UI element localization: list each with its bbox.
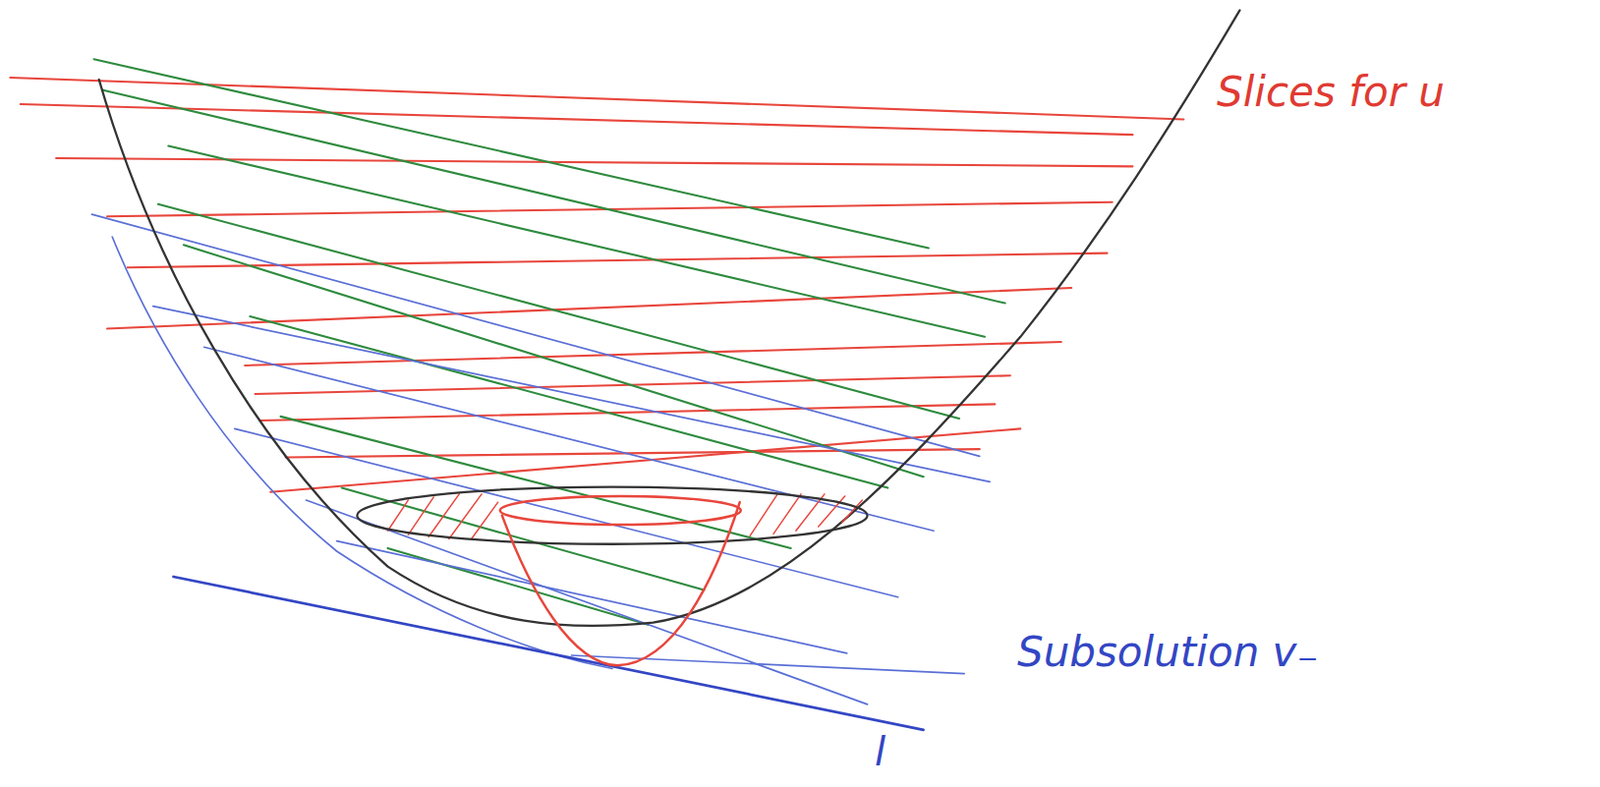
line-label: l xyxy=(874,729,886,775)
convex-graph xyxy=(99,9,1241,627)
slices-label: Slices for u xyxy=(1216,68,1445,116)
level-set xyxy=(356,487,867,545)
hatch xyxy=(388,494,863,540)
slices-for-u xyxy=(9,77,1184,493)
subsolution-label: Subsolution v₋ xyxy=(1017,628,1319,677)
subsolution-cup xyxy=(500,496,742,666)
subsolution-slices xyxy=(91,214,990,705)
green-slices xyxy=(94,58,1006,626)
tangent-line xyxy=(173,576,924,731)
